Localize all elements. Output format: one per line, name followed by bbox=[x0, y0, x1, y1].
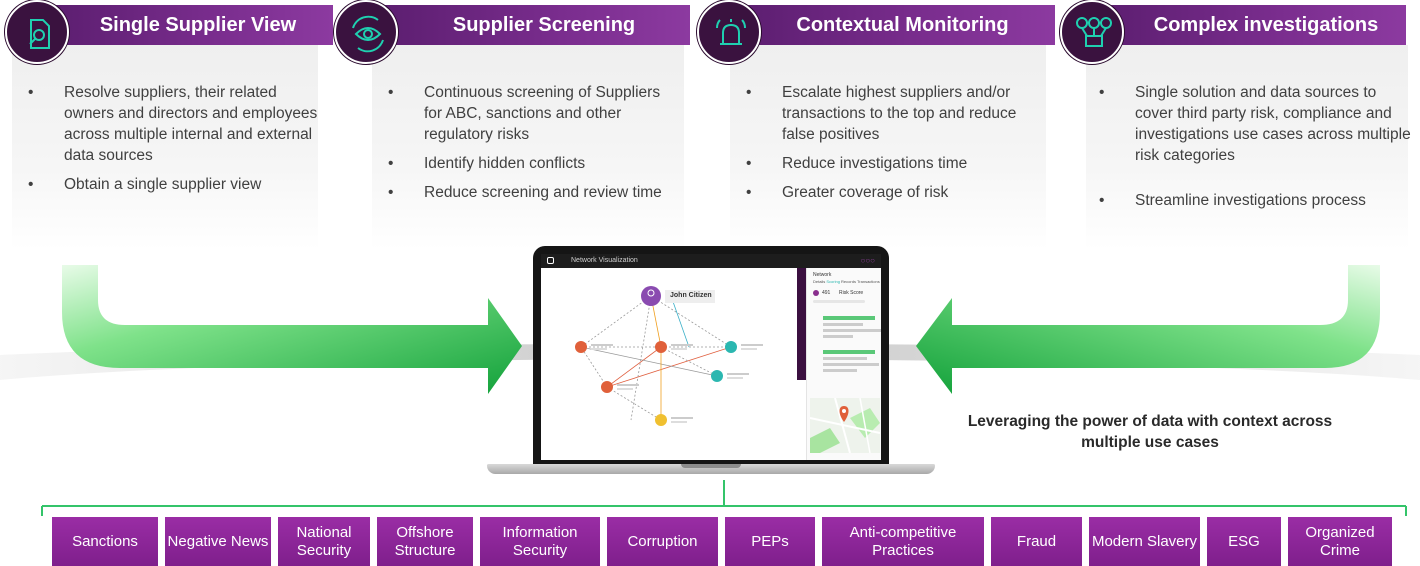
category-negative-news: Negative News bbox=[165, 517, 271, 566]
card-title: Complex investigations bbox=[1153, 13, 1379, 36]
score-bar bbox=[823, 329, 881, 332]
risk-score-label: Risk Score bbox=[839, 290, 864, 296]
card-title: Contextual Monitoring bbox=[796, 13, 1009, 36]
network-people-icon bbox=[1060, 0, 1124, 64]
bullet: Single solution and data sources to cove… bbox=[1083, 82, 1413, 166]
window-controls-icon: ○○○ bbox=[860, 256, 876, 265]
node-label-main: John Citizen bbox=[670, 292, 712, 299]
risk-dot-icon bbox=[813, 290, 819, 296]
card-bullets-1: Resolve suppliers, their related owners … bbox=[12, 82, 318, 203]
bell-alert-icon bbox=[697, 0, 761, 64]
score-bar bbox=[823, 323, 863, 326]
category-corruption: Corruption bbox=[607, 517, 718, 566]
card-title: Supplier Screening bbox=[452, 13, 636, 36]
map-pin-icon bbox=[839, 406, 849, 422]
card-bullets-4: Single solution and data sources to cove… bbox=[1083, 82, 1413, 219]
card-header-single-supplier-view: Single Supplier View bbox=[43, 5, 333, 45]
score-bar bbox=[823, 350, 875, 354]
score-bar bbox=[823, 316, 875, 320]
risk-score-value: 491 bbox=[822, 290, 831, 296]
category-information-security: Information Security bbox=[480, 517, 600, 566]
bullet: Obtain a single supplier view bbox=[12, 174, 318, 195]
tab-transactions[interactable]: Transactions bbox=[857, 279, 880, 284]
side-rail bbox=[797, 268, 806, 380]
bullet: Escalate highest suppliers and/or transa… bbox=[730, 82, 1046, 145]
category-national-security: National Security bbox=[278, 517, 370, 566]
card-header-supplier-screening: Supplier Screening bbox=[370, 5, 690, 45]
category-fraud: Fraud bbox=[991, 517, 1082, 566]
card-bullets-2: Continuous screening of Suppliers for AB… bbox=[372, 82, 672, 211]
bullet: Streamline investigations process bbox=[1083, 190, 1413, 211]
category-peps: PEPs bbox=[725, 517, 815, 566]
laptop-base bbox=[487, 464, 935, 474]
network-graph bbox=[575, 286, 763, 426]
right-arrow bbox=[916, 265, 1380, 394]
bullet: Identify hidden conflicts bbox=[372, 153, 672, 174]
bullet: Continuous screening of Suppliers for AB… bbox=[372, 82, 672, 145]
map-graphic bbox=[810, 398, 880, 453]
panel-title: Network bbox=[813, 272, 832, 278]
risk-slider bbox=[813, 300, 865, 303]
score-bar bbox=[823, 369, 857, 372]
category-organized-crime: Organized Crime bbox=[1288, 517, 1392, 566]
category-offshore-structure: Offshore Structure bbox=[377, 517, 473, 566]
app-titlebar: Network Visualization ○○○ bbox=[541, 254, 881, 268]
laptop: Network Visualization ○○○ bbox=[487, 246, 935, 478]
card-header-complex-investigations: Complex investigations bbox=[1090, 5, 1406, 45]
graph-node-main bbox=[641, 286, 715, 306]
category-esg: ESG bbox=[1207, 517, 1281, 566]
app-title: Network Visualization bbox=[571, 257, 638, 264]
category-anti-competitive-practices: Anti-competitive Practices bbox=[822, 517, 984, 566]
bullet: Reduce screening and review time bbox=[372, 182, 672, 203]
tab-scoring[interactable]: Scoring bbox=[826, 279, 840, 284]
details-panel: Network Details Scoring Records Transact… bbox=[806, 268, 881, 460]
laptop-screen: Network Visualization ○○○ bbox=[541, 254, 881, 460]
document-search-icon bbox=[5, 0, 69, 64]
score-bar bbox=[823, 363, 879, 366]
panel-tabs: Details Scoring Records Transactions bbox=[813, 279, 880, 284]
card-panel-2 bbox=[372, 45, 684, 250]
app-logo-icon bbox=[547, 257, 554, 264]
category-sanctions: Sanctions bbox=[52, 517, 158, 566]
tab-records[interactable]: Records bbox=[841, 279, 856, 284]
category-bracket bbox=[41, 480, 1407, 516]
card-bullets-3: Escalate highest suppliers and/or transa… bbox=[730, 82, 1046, 211]
flow-arrows bbox=[62, 265, 1380, 394]
bullet: Reduce investigations time bbox=[730, 153, 1046, 174]
card-header-contextual-monitoring: Contextual Monitoring bbox=[730, 5, 1055, 45]
bullet: Greater coverage of risk bbox=[730, 182, 1046, 203]
map-thumbnail bbox=[810, 398, 880, 453]
tab-details[interactable]: Details bbox=[813, 279, 826, 284]
bullet: Resolve suppliers, their related owners … bbox=[12, 82, 318, 166]
score-bar bbox=[823, 335, 853, 338]
category-modern-slavery: Modern Slavery bbox=[1089, 517, 1200, 566]
card-title: Single Supplier View bbox=[99, 13, 297, 36]
eye-refresh-icon bbox=[334, 0, 398, 64]
left-arrow bbox=[62, 265, 522, 394]
card-panel-3 bbox=[730, 45, 1046, 250]
laptop-notch bbox=[681, 464, 741, 468]
tagline: Leveraging the power of data with contex… bbox=[967, 413, 1333, 451]
score-bar bbox=[823, 357, 867, 360]
